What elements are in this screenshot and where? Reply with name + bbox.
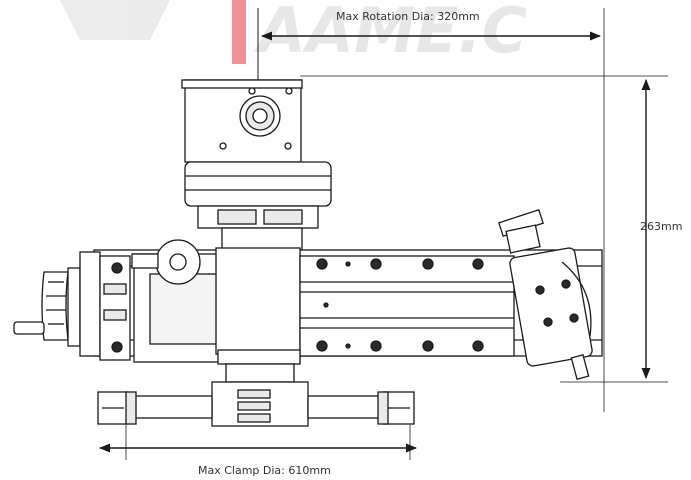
hand-wheel	[13, 251, 131, 361]
pedestal-base	[211, 349, 309, 427]
tilt-knob	[131, 239, 201, 285]
clamp-bar	[97, 391, 415, 425]
motor-housing	[181, 79, 303, 163]
chuck-jaw-assembly	[498, 209, 593, 380]
watermark-arrow-icon	[60, 0, 170, 40]
watermark-red-bar	[232, 0, 246, 64]
rotation-dimension: Max Rotation Dia: 320mm	[260, 10, 602, 41]
center-column	[215, 247, 301, 355]
height-dimension-label: 263mm	[640, 220, 682, 233]
slewing-ring	[184, 161, 332, 251]
height-dimension: 263mm	[640, 78, 682, 380]
clamp-dimension: Max Clamp Dia: 610mm	[98, 425, 418, 477]
rotation-dimension-label: Max Rotation Dia: 320mm	[336, 10, 480, 23]
slide-rail	[299, 255, 515, 357]
clamp-dimension-label: Max Clamp Dia: 610mm	[198, 464, 331, 477]
